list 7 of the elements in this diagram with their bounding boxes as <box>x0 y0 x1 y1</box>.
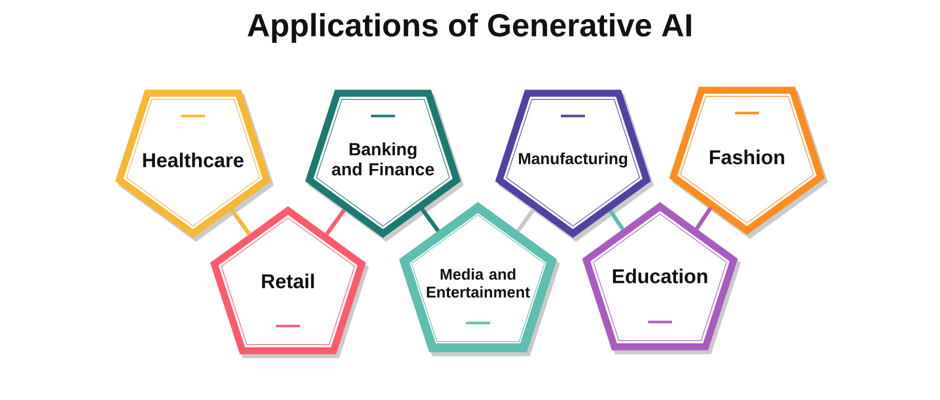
connector-line <box>516 208 536 232</box>
connector-line <box>695 207 712 230</box>
connector-line <box>325 208 346 236</box>
connector-line <box>420 208 440 232</box>
connector-line <box>230 208 251 236</box>
connector-line <box>608 210 624 230</box>
title: Applications of Generative AI <box>248 13 691 43</box>
